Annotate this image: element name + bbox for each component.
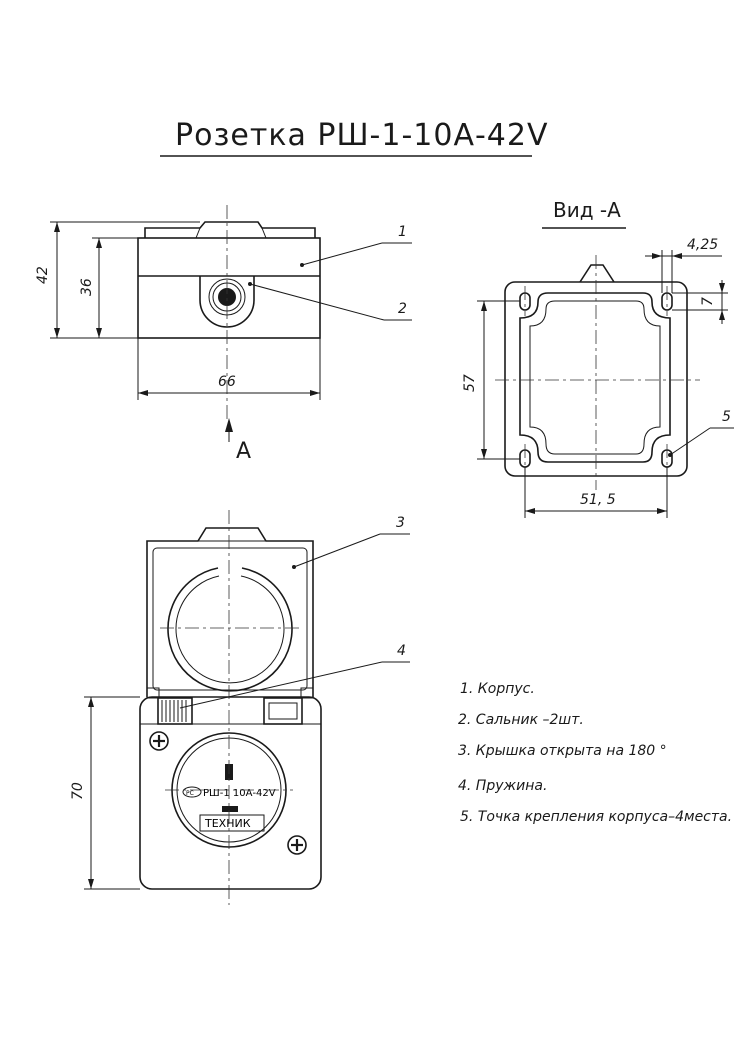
- arrowhead: [96, 238, 102, 248]
- arrowhead: [652, 253, 662, 259]
- view-a-nub: [579, 264, 615, 283]
- legend-item: 1. Корпус.: [460, 681, 535, 697]
- leader-3: [293, 533, 381, 568]
- legend-item: 4. Пружина.: [458, 778, 547, 794]
- top-side-view: 42 36 66 1 2 A: [35, 205, 412, 464]
- arrowhead: [88, 879, 94, 889]
- certification-logo: [182, 786, 202, 798]
- view-a-outer-recess: [519, 292, 671, 463]
- screw-icon: [149, 731, 169, 751]
- dim-36-text: 36: [79, 278, 95, 296]
- callout-3: 3: [396, 515, 405, 531]
- arrowhead: [88, 697, 94, 707]
- socket-contact-bottom: [222, 806, 238, 812]
- arrowhead: [719, 283, 725, 293]
- view-arrow-label: A: [236, 439, 251, 464]
- dim-66-text: 66: [218, 374, 236, 390]
- dim-7-text: 7: [700, 297, 716, 306]
- screw-head: [149, 731, 169, 751]
- callout-5: 5: [722, 409, 731, 425]
- arrowhead: [672, 253, 682, 259]
- brand-text: ТЕХНИК: [204, 817, 251, 830]
- latch-inner: [268, 702, 298, 720]
- leader-5: [669, 427, 711, 456]
- leader-1: [301, 242, 383, 266]
- housing-body: [137, 237, 321, 339]
- screw-icon: [287, 835, 307, 855]
- leader-4: [179, 661, 383, 709]
- housing-cap: [144, 221, 316, 238]
- arrowhead: [719, 310, 725, 320]
- arrowhead: [525, 508, 535, 514]
- spring-block: [157, 697, 193, 725]
- lid-inner: [152, 547, 308, 691]
- hinge-tab: [146, 687, 160, 699]
- logo-text: РС: [186, 790, 194, 797]
- screw-head: [287, 835, 307, 855]
- arrowhead: [96, 328, 102, 338]
- view-arrow-head: [225, 418, 233, 432]
- front-view: РС РШ-1 10А-42V ТЕХНИК 70 3 4: [70, 510, 410, 905]
- view-a: Вид -А 57 51, 5: [462, 198, 734, 518]
- cap-edge-right: [261, 227, 267, 239]
- arrowhead: [481, 301, 487, 311]
- parts-legend: 1. Корпус. 2. Сальник –2шт. 3. Крышка от…: [458, 681, 732, 825]
- gland-outline: [199, 276, 255, 328]
- arrowhead: [481, 449, 487, 459]
- lid-seal-ring-inner: [175, 575, 285, 684]
- lid-seal-ring: [167, 567, 293, 692]
- dim-70-text: 70: [70, 782, 86, 800]
- dim-57-text: 57: [462, 374, 478, 392]
- leader-2: [249, 283, 385, 321]
- latch-block: [263, 697, 303, 725]
- callout-1: 1: [398, 224, 407, 240]
- spring-hatch: [161, 700, 187, 722]
- dim-51-text: 51, 5: [580, 492, 616, 508]
- cap-edge-left: [195, 227, 201, 239]
- arrowhead: [138, 390, 148, 396]
- arrowhead: [54, 328, 60, 338]
- drawing-title: Розетка РШ-1-10А-42V: [175, 118, 549, 153]
- view-a-inner-recess: [529, 300, 661, 455]
- legend-item: 3. Крышка открыта на 180 °: [458, 743, 667, 759]
- dim-42-text: 42: [35, 266, 51, 284]
- lid-outline: [146, 527, 314, 697]
- arrowhead: [54, 222, 60, 232]
- dim-425-text: 4,25: [687, 237, 718, 253]
- callout-2: 2: [398, 301, 407, 317]
- arrowhead: [310, 390, 320, 396]
- socket-model-text: РШ-1 10А-42V: [203, 788, 276, 799]
- brand-plate: [199, 814, 265, 832]
- view-a-title: Вид -А: [553, 198, 621, 222]
- gland-hole: [218, 288, 236, 306]
- callout-4: 4: [397, 643, 406, 659]
- arrowhead: [657, 508, 667, 514]
- hinge-tab: [300, 687, 314, 699]
- legend-item: 2. Сальник –2шт.: [458, 712, 584, 728]
- legend-item: 5. Точка крепления корпуса–4места.: [460, 809, 732, 825]
